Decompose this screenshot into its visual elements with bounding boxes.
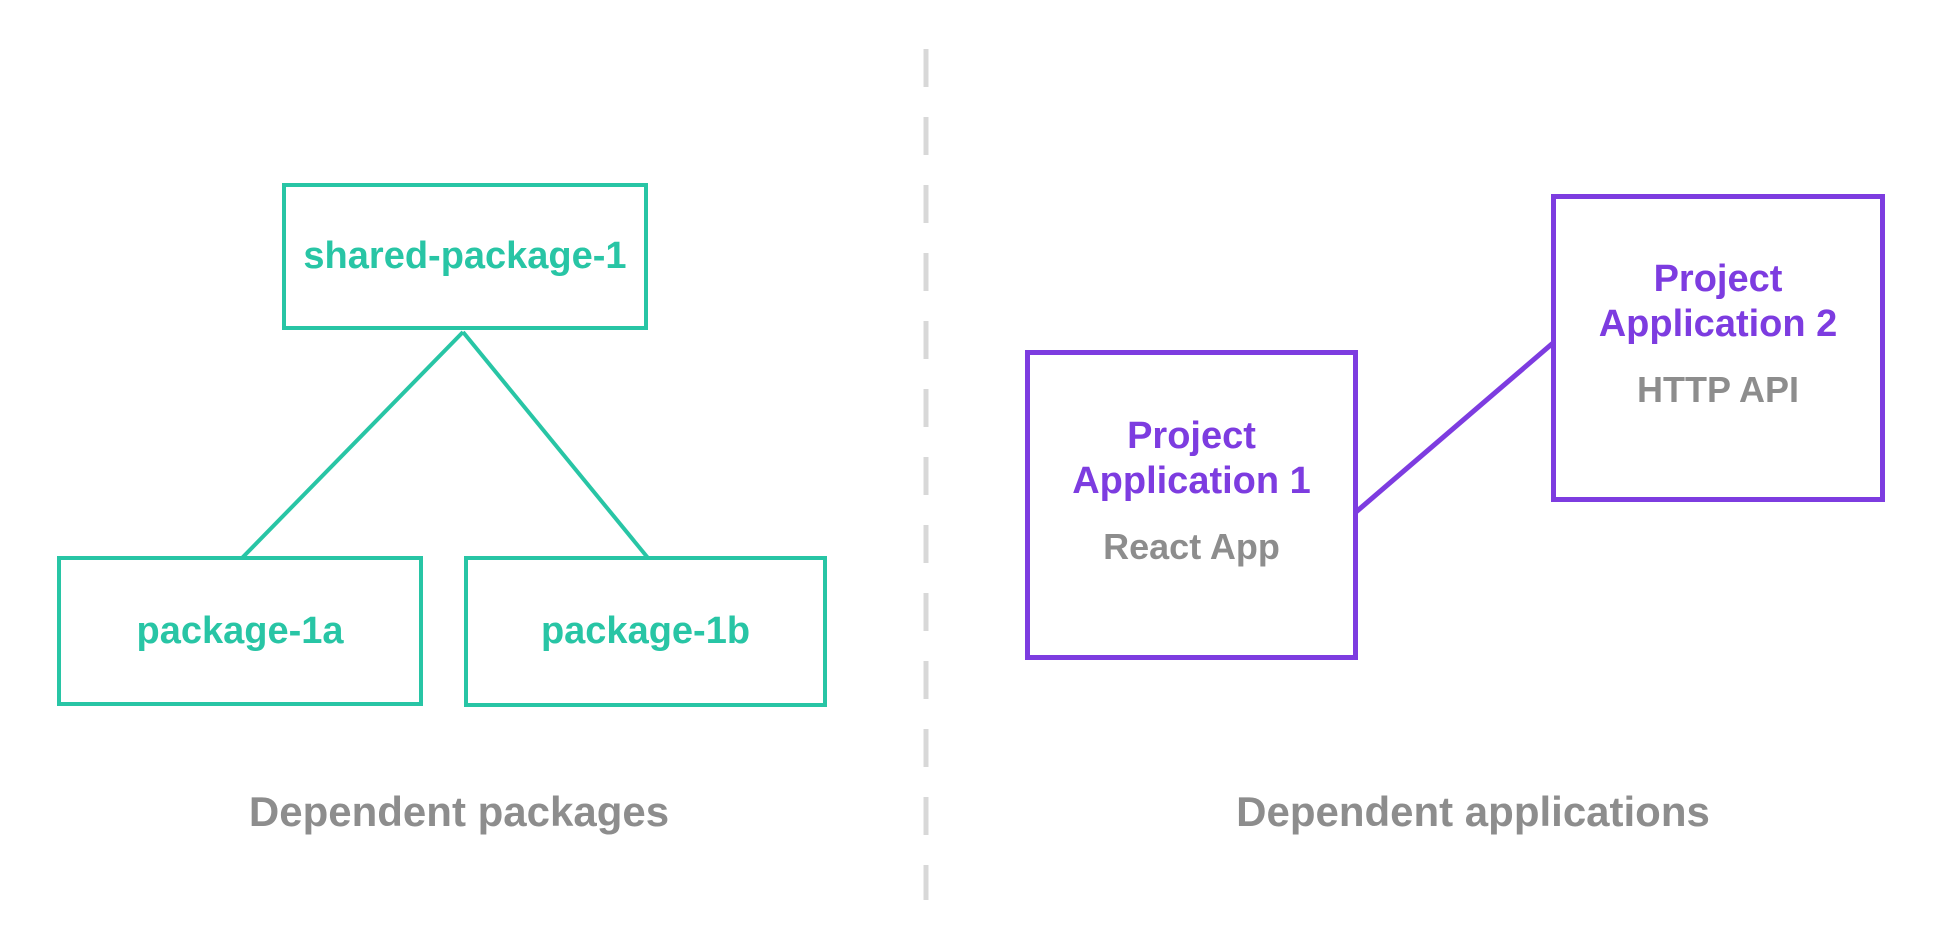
node-label: package-1b (540, 610, 751, 652)
edge-app1-to-app2 (1354, 341, 1555, 514)
node-package-1b: package-1b (464, 556, 827, 707)
node-package-1a: package-1a (57, 556, 423, 706)
node-subtitle: React App (1103, 525, 1280, 567)
node-project-application-2: Project Application 2 HTTP API (1551, 194, 1885, 502)
edge-shared-to-package-1b (461, 330, 650, 560)
node-label: shared-package-1 (303, 235, 627, 277)
node-content: Project Application 2 HTTP API (1583, 257, 1853, 411)
node-title: Project Application 2 (1598, 258, 1838, 345)
node-title: Project Application 1 (1072, 415, 1311, 502)
node-shared-package-1: shared-package-1 (282, 183, 648, 330)
node-project-application-1: Project Application 1 React App (1025, 350, 1358, 660)
node-label: package-1a (136, 609, 344, 652)
left-panel-caption: Dependent packages (248, 788, 670, 835)
node-subtitle: HTTP API (1636, 368, 1800, 410)
right-panel-caption: Dependent applications (1236, 788, 1710, 835)
edge-shared-to-package-1a (240, 330, 465, 560)
node-content: Project Application 1 React App (1057, 414, 1327, 568)
